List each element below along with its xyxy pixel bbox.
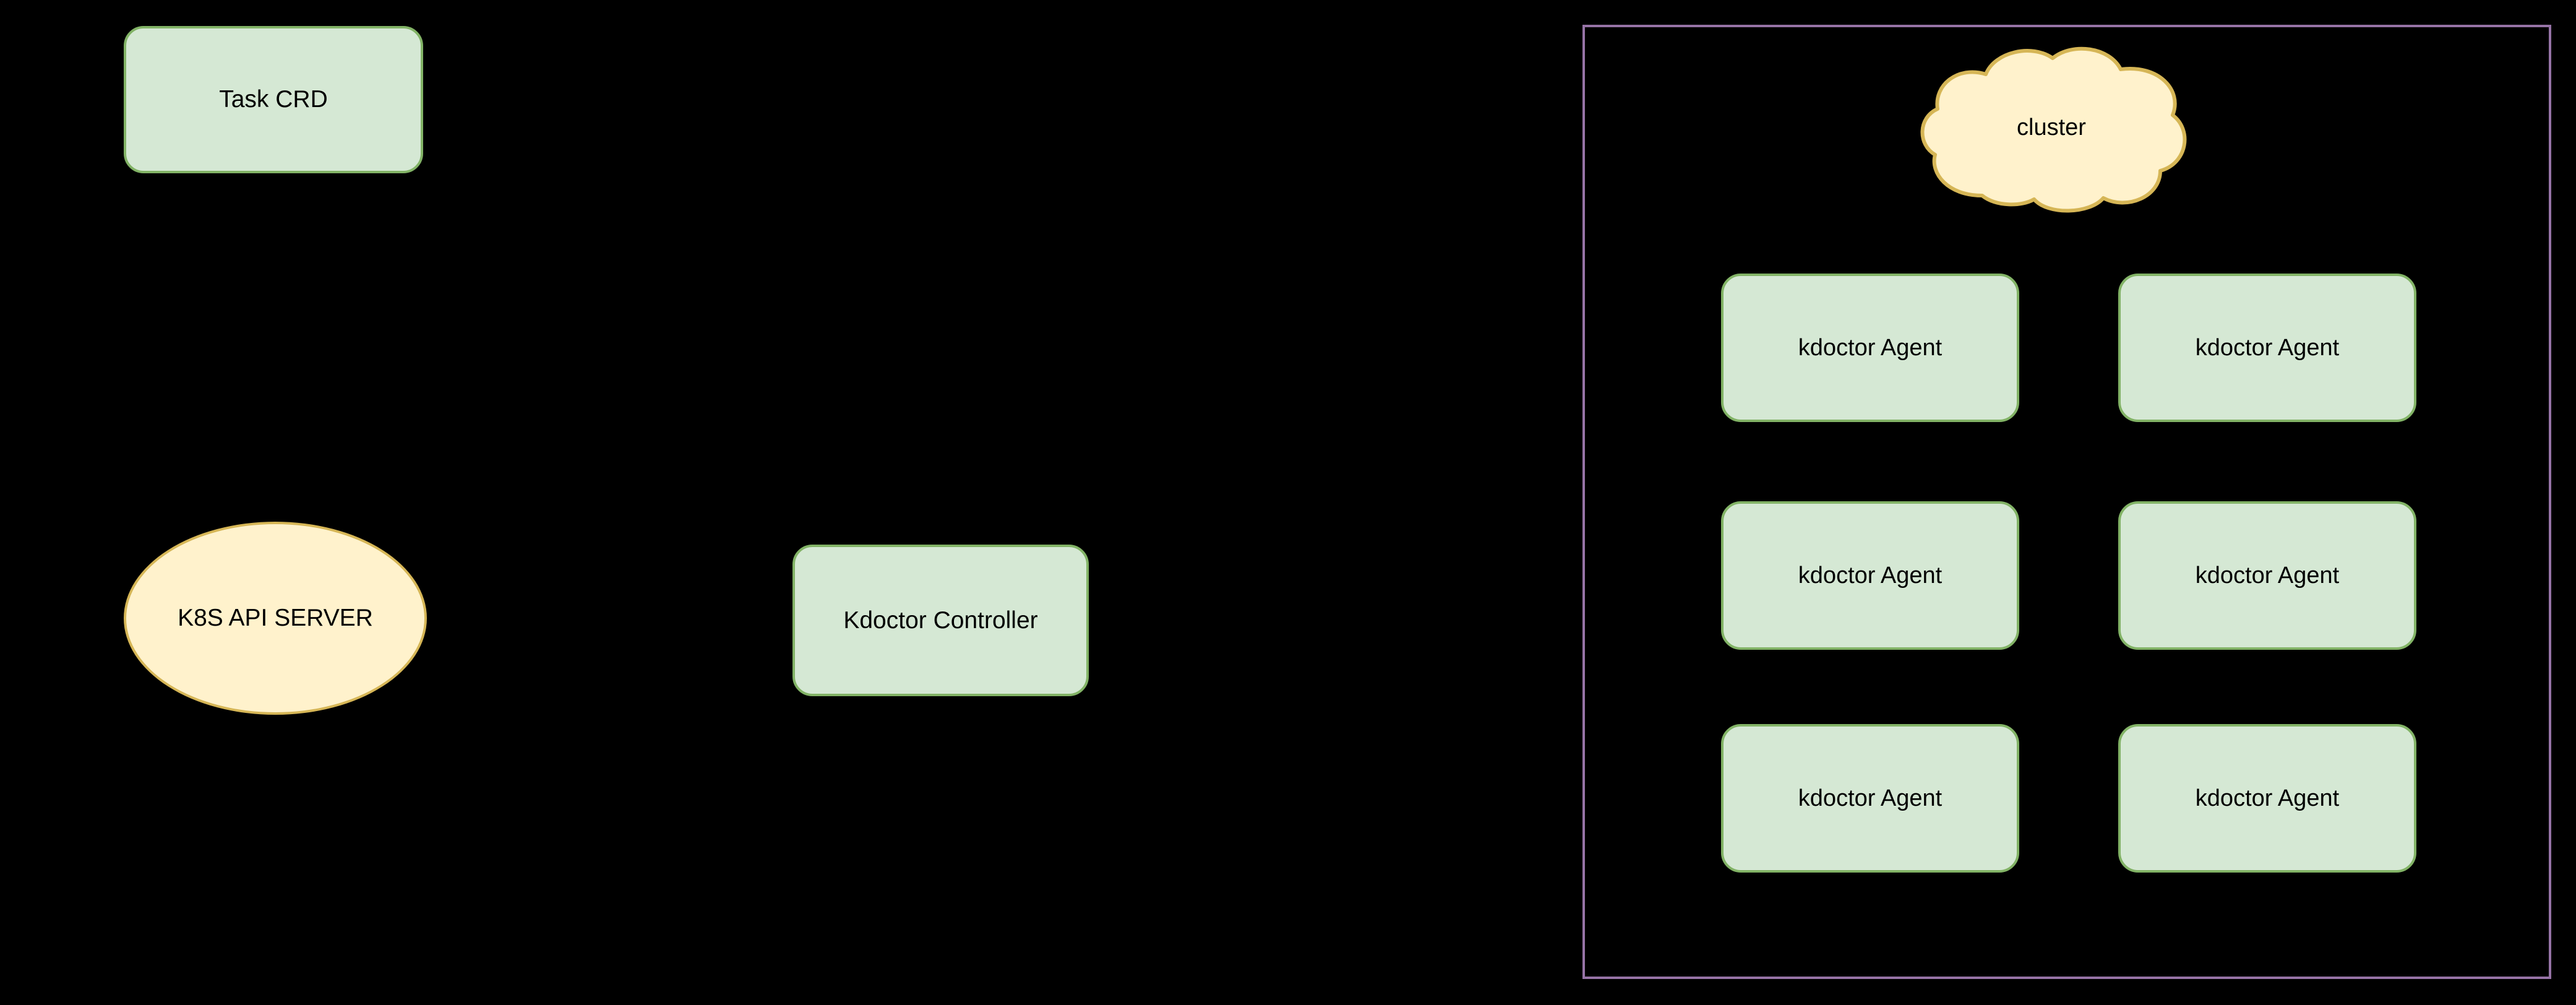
node-kdoctor-agent-3-label: kdoctor Agent	[1798, 562, 1943, 589]
node-kdoctor-agent-2[interactable]: kdoctor Agent	[2118, 274, 2416, 422]
node-kdoctor-agent-4[interactable]: kdoctor Agent	[2118, 501, 2416, 650]
node-kdoctor-agent-1-label: kdoctor Agent	[1798, 334, 1943, 361]
node-cluster[interactable]: cluster	[1913, 42, 2190, 213]
cluster-group-container[interactable]	[1582, 25, 2551, 979]
node-kdoctor-agent-4-label: kdoctor Agent	[2195, 562, 2340, 589]
node-kdoctor-agent-6-label: kdoctor Agent	[2195, 785, 2340, 811]
node-kdoctor-agent-2-label: kdoctor Agent	[2195, 334, 2340, 361]
node-kdoctor-agent-3[interactable]: kdoctor Agent	[1721, 501, 2019, 650]
node-kdoctor-controller[interactable]: Kdoctor Controller	[792, 545, 1089, 696]
node-kdoctor-agent-6[interactable]: kdoctor Agent	[2118, 724, 2416, 873]
node-task-crd-label: Task CRD	[219, 86, 328, 113]
node-k8s-api-server-label: K8S API SERVER	[178, 605, 373, 631]
node-kdoctor-agent-5-label: kdoctor Agent	[1798, 785, 1943, 811]
node-kdoctor-agent-5[interactable]: kdoctor Agent	[1721, 724, 2019, 873]
cloud-icon	[1920, 46, 2187, 213]
node-task-crd[interactable]: Task CRD	[124, 26, 423, 173]
node-k8s-api-server[interactable]: K8S API SERVER	[124, 522, 427, 715]
node-kdoctor-agent-1[interactable]: kdoctor Agent	[1721, 274, 2019, 422]
node-kdoctor-controller-label: Kdoctor Controller	[843, 606, 1038, 634]
